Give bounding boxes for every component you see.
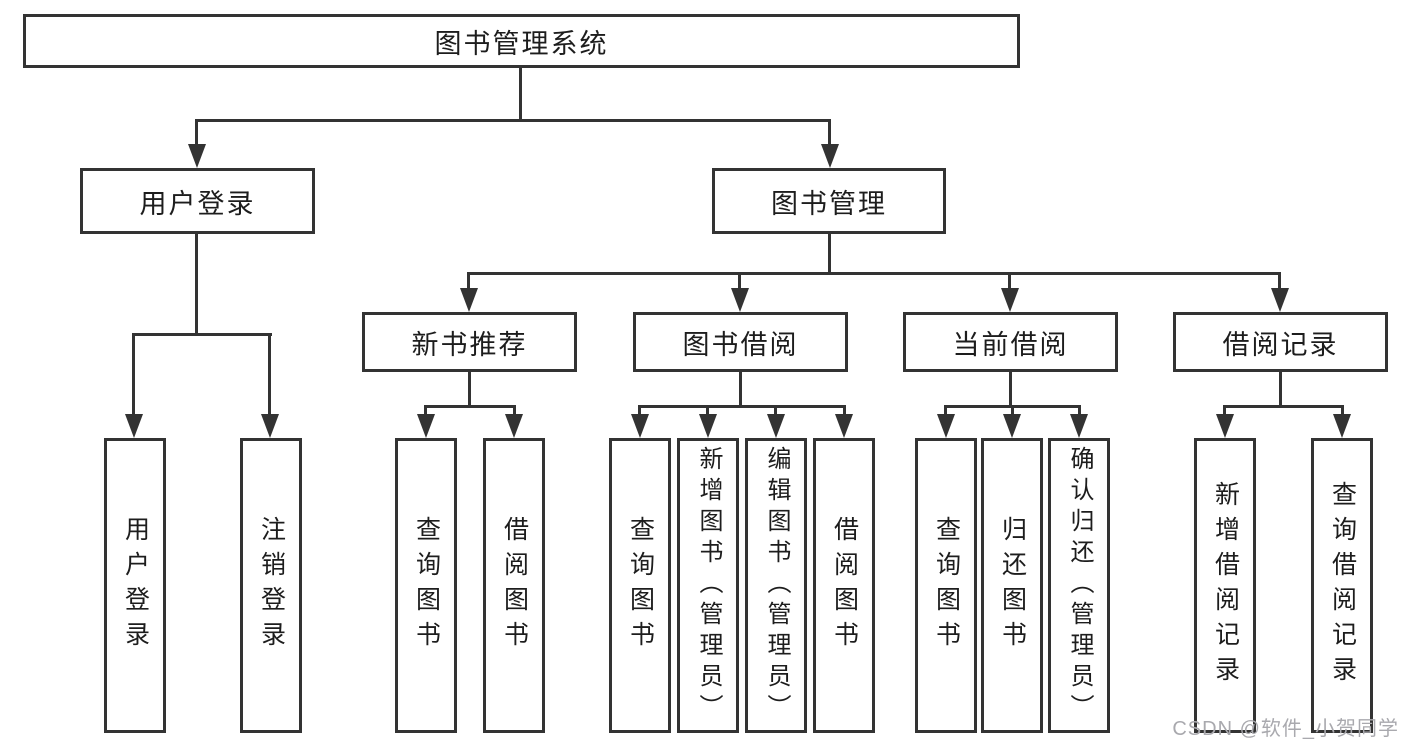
- leaf-add-borrow-record: 新增借阅记录: [1194, 438, 1256, 733]
- connector-branch-userlogin: [133, 333, 272, 336]
- connector-drop: [1223, 405, 1226, 418]
- arrow-down-icon: [1271, 288, 1289, 312]
- arrow-down-icon: [417, 414, 435, 438]
- arrow-down-icon: [505, 414, 523, 438]
- arrow-down-icon: [835, 414, 853, 438]
- arrow-down-icon: [261, 414, 279, 438]
- leaf-logout: 注销登录: [240, 438, 302, 733]
- leaf-query-books-current: 查询图书: [915, 438, 977, 733]
- node-user-login: 用户登录: [80, 168, 315, 234]
- leaf-user-login: 用户登录: [104, 438, 166, 733]
- connector-drop: [268, 333, 271, 416]
- connector-userlogin-stem: [195, 234, 198, 333]
- connector-branch-bookborrow: [638, 405, 846, 408]
- node-new-book-recommend: 新书推荐: [362, 312, 577, 372]
- connector-branch-level2: [468, 272, 1281, 275]
- connector-drop: [774, 405, 777, 418]
- connector-drop: [828, 119, 831, 147]
- connector-drop: [513, 405, 516, 418]
- arrow-down-icon: [1003, 414, 1021, 438]
- arrow-down-icon: [937, 414, 955, 438]
- leaf-return-books: 归还图书: [981, 438, 1043, 733]
- arrow-down-icon: [1001, 288, 1019, 312]
- watermark: CSDN @软件_小贺同学: [1172, 718, 1399, 740]
- arrow-down-icon: [767, 414, 785, 438]
- connector-drop: [738, 272, 741, 292]
- arrow-down-icon: [188, 144, 206, 168]
- arrow-down-icon: [1333, 414, 1351, 438]
- connector-stem: [739, 372, 742, 405]
- node-book-borrow: 图书借阅: [633, 312, 848, 372]
- connector-root-stem: [519, 68, 522, 119]
- node-borrow-records: 借阅记录: [1173, 312, 1388, 372]
- leaf-edit-books-admin: 编辑图书（管理员）: [745, 438, 807, 733]
- leaf-query-books-borrow: 查询图书: [609, 438, 671, 733]
- arrow-down-icon: [821, 144, 839, 168]
- connector-drop: [424, 405, 427, 418]
- arrow-down-icon: [1216, 414, 1234, 438]
- connector-drop: [1011, 405, 1014, 418]
- node-root: 图书管理系统: [23, 14, 1020, 68]
- connector-drop: [944, 405, 947, 418]
- connector-drop: [1341, 405, 1344, 418]
- node-book-management: 图书管理: [712, 168, 946, 234]
- connector-drop: [1008, 272, 1011, 292]
- leaf-query-borrow-record: 查询借阅记录: [1311, 438, 1373, 733]
- arrow-down-icon: [1070, 414, 1088, 438]
- leaf-add-books-admin: 新增图书（管理员）: [677, 438, 739, 733]
- arrow-down-icon: [631, 414, 649, 438]
- arrow-down-icon: [125, 414, 143, 438]
- arrow-down-icon: [460, 288, 478, 312]
- connector-drop: [638, 405, 641, 418]
- connector-drop: [132, 333, 135, 416]
- connector-branch-records: [1223, 405, 1344, 408]
- connector-branch-newbook: [424, 405, 516, 408]
- connector-drop: [1278, 272, 1281, 292]
- connector-drop: [706, 405, 709, 418]
- connector-drop: [843, 405, 846, 418]
- leaf-confirm-return-admin: 确认归还（管理员）: [1048, 438, 1110, 733]
- connector-branch-level1: [196, 119, 831, 122]
- connector-drop: [467, 272, 470, 292]
- leaf-borrow-books: 借阅图书: [813, 438, 875, 733]
- leaf-query-books-recommend: 查询图书: [395, 438, 457, 733]
- connector-stem: [1279, 372, 1282, 405]
- leaf-borrow-books-recommend: 借阅图书: [483, 438, 545, 733]
- connector-stem: [1009, 372, 1012, 405]
- arrow-down-icon: [699, 414, 717, 438]
- connector-drop: [195, 119, 198, 147]
- connector-bookmgmt-stem: [828, 234, 831, 272]
- arrow-down-icon: [731, 288, 749, 312]
- connector-drop: [1078, 405, 1081, 418]
- connector-stem: [468, 372, 471, 405]
- node-current-borrow: 当前借阅: [903, 312, 1118, 372]
